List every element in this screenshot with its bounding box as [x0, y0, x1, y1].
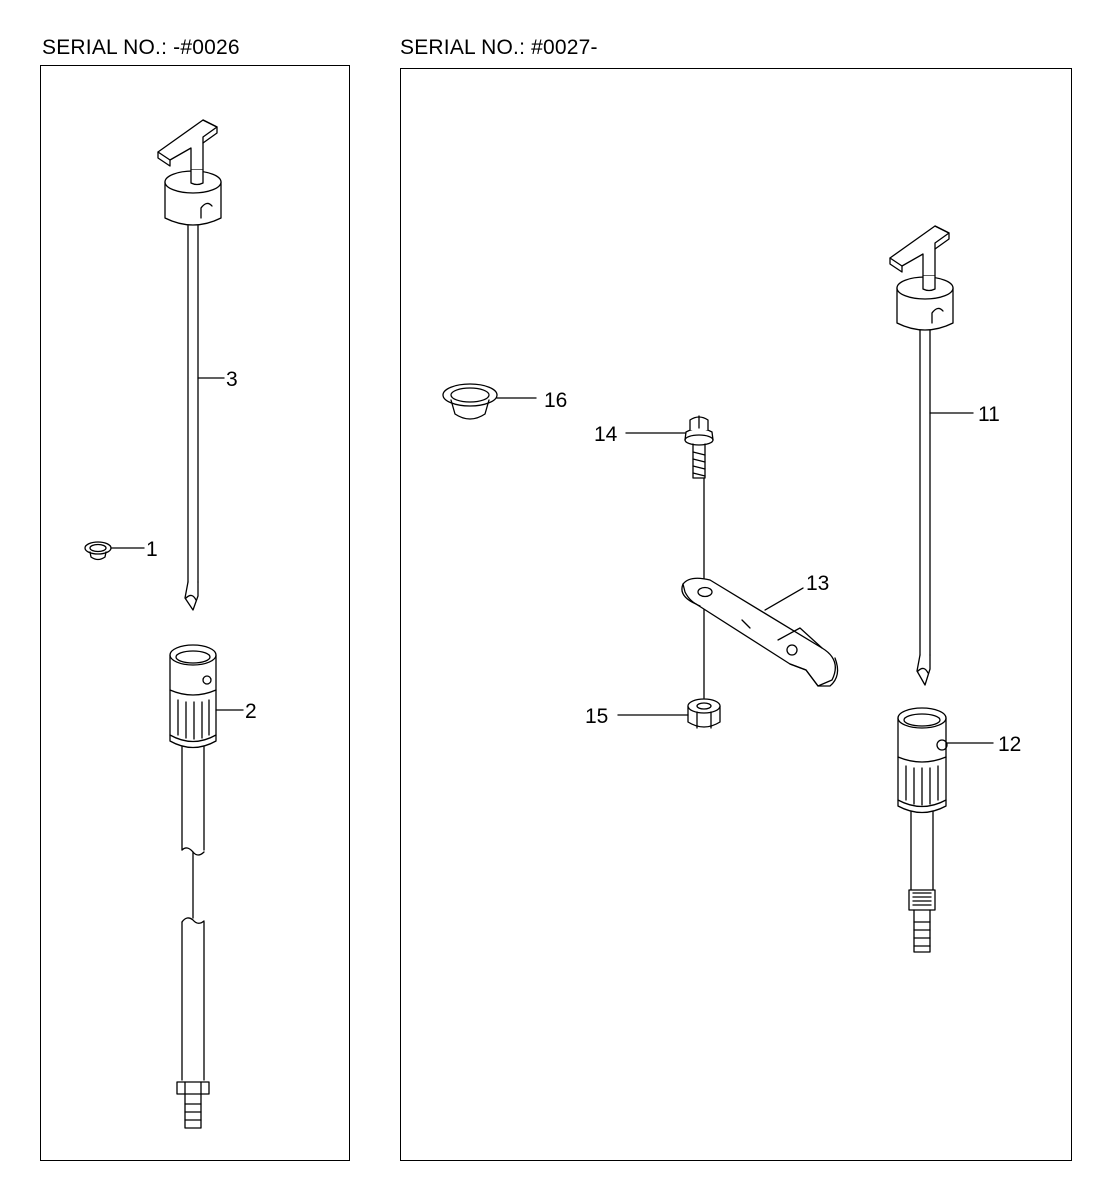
part-15-nut [687, 698, 721, 729]
left-serial-label: SERIAL NO.: -#0026 [42, 36, 240, 59]
left-panel-frame [40, 65, 350, 1161]
part-12-guide-tube [897, 707, 948, 953]
part-1-grommet [84, 541, 112, 561]
left-leader-lines [110, 377, 244, 711]
callout-14: 14 [594, 423, 618, 446]
right-serial-label: SERIAL NO.: #0027- [400, 36, 598, 59]
callout-11: 11 [978, 403, 1000, 426]
part-14-bolt [684, 415, 714, 479]
callout-numbers: 3 1 2 16 14 11 13 15 12 [146, 368, 1021, 756]
part-11-dipstick [889, 225, 954, 686]
part-13-bracket [681, 577, 839, 687]
part-16-grommet [442, 383, 498, 420]
callout-1: 1 [146, 538, 158, 561]
callout-12: 12 [998, 733, 1021, 756]
callout-16: 16 [544, 389, 567, 412]
right-panel-frame [400, 68, 1072, 1161]
callout-2: 2 [245, 700, 257, 723]
part-3-dipstick [157, 119, 222, 611]
right-leader-lines [496, 397, 994, 744]
callout-15: 15 [585, 705, 608, 728]
callout-13: 13 [806, 572, 829, 595]
part-2-guide-tube [169, 644, 217, 1129]
callout-3: 3 [226, 368, 238, 391]
